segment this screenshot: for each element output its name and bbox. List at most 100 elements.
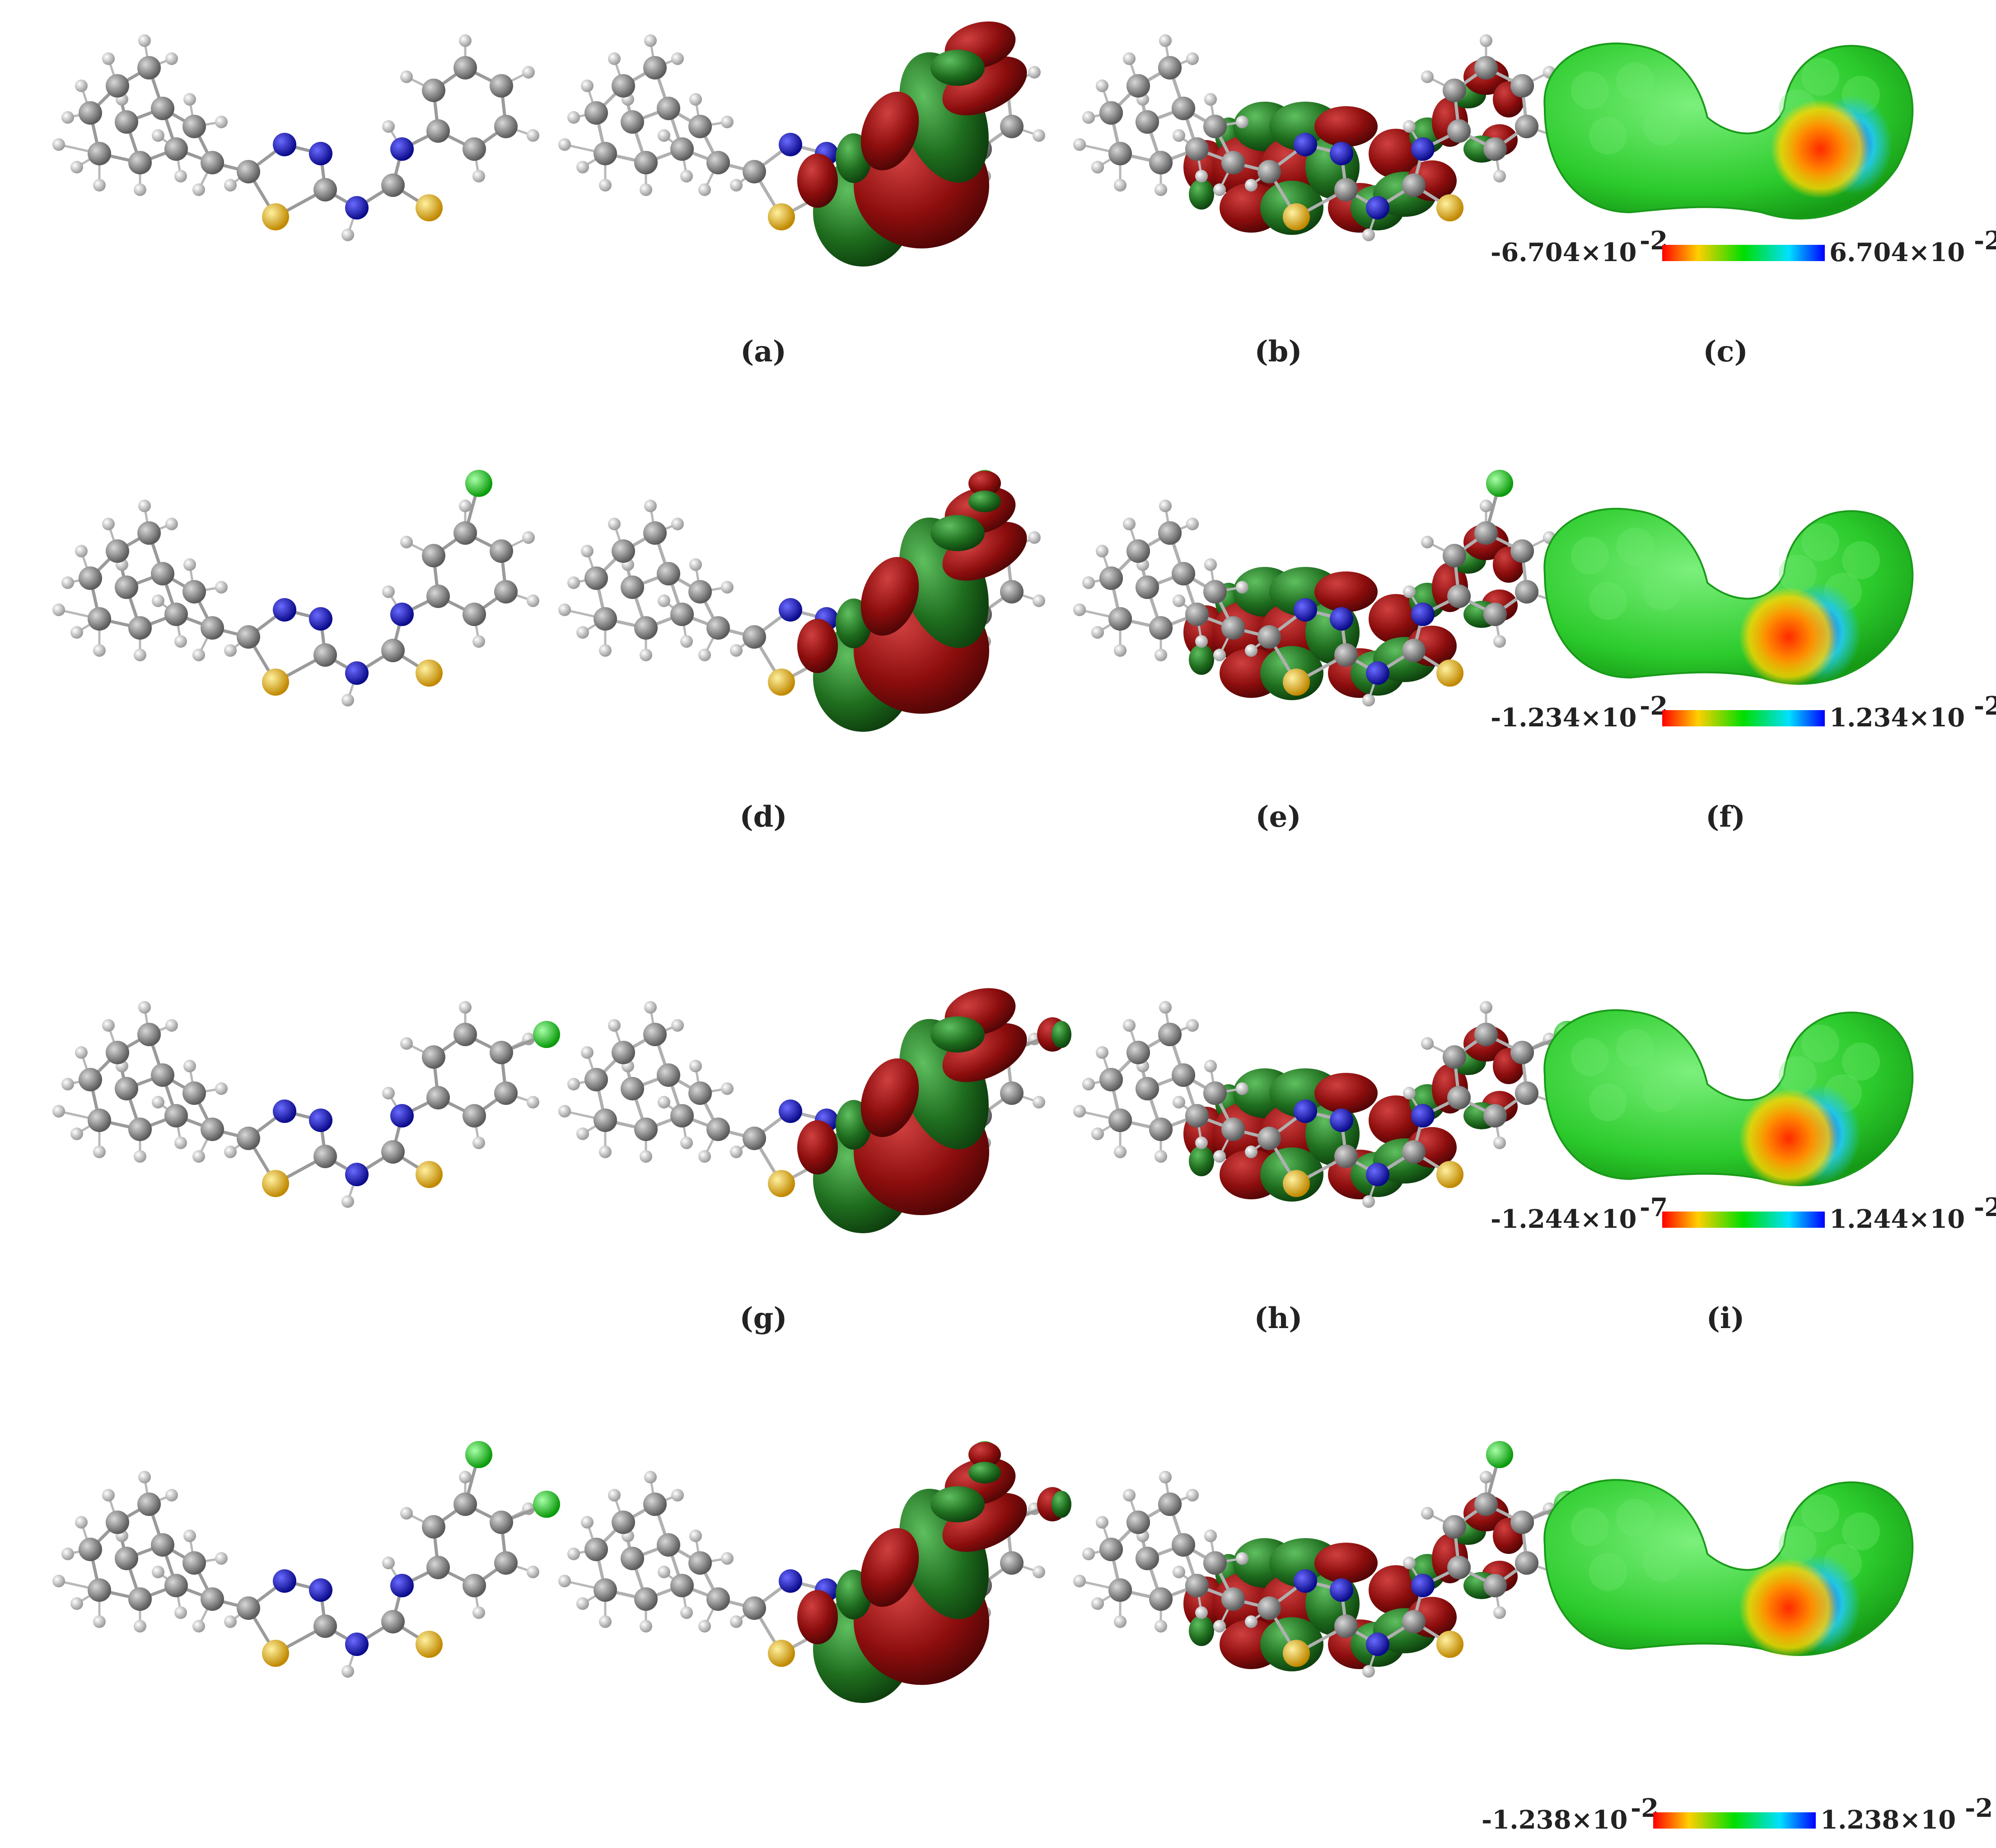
- nitrogen-atom: [779, 1099, 802, 1123]
- surface-bump: [1616, 62, 1654, 100]
- hydrogen-atom: [215, 1552, 228, 1565]
- carbon-atom: [1334, 1145, 1358, 1168]
- carbon-atom: [115, 1077, 138, 1100]
- hydrogen-atom: [730, 644, 743, 657]
- hydrogen-atom: [382, 1087, 395, 1099]
- carbon-atom: [657, 1533, 680, 1557]
- carbon-atom: [584, 566, 608, 590]
- hydrogen-atom: [640, 183, 652, 196]
- panel-label: (h): [1254, 1301, 1302, 1335]
- carbon-atom: [494, 1081, 518, 1105]
- hydrogen-atom: [192, 649, 205, 661]
- hydrogen-atom: [1173, 1096, 1185, 1109]
- carbon-atom: [621, 110, 644, 134]
- carbon-atom: [1185, 1574, 1209, 1597]
- carbon-atom: [1515, 1551, 1538, 1575]
- hydrogen-atom: [1362, 229, 1375, 241]
- hydrogen-atom: [576, 1128, 589, 1140]
- hydrogen-atom: [1204, 558, 1217, 571]
- carbon-atom: [1136, 575, 1159, 599]
- hydrogen-atom: [102, 518, 115, 530]
- nitrogen-atom: [390, 1574, 414, 1597]
- carbon-atom: [1515, 1081, 1538, 1105]
- hydrogen-atom: [689, 93, 702, 106]
- hydrogen-atom: [576, 626, 589, 639]
- hydrogen-atom: [102, 1489, 115, 1502]
- hydrogen-atom: [215, 116, 228, 128]
- carbon-atom: [1474, 56, 1498, 80]
- sulfur-atom: [262, 669, 289, 696]
- hydrogen-atom: [1213, 1620, 1226, 1633]
- carbon-atom: [106, 1511, 129, 1534]
- orbital-lobe-positive: [930, 1016, 985, 1053]
- carbon-atom: [706, 1587, 730, 1611]
- hydrogen-atom: [658, 594, 670, 607]
- carbon-atom: [1149, 1587, 1173, 1611]
- hydrogen-atom: [1403, 585, 1416, 598]
- sulfur-atom: [262, 203, 289, 230]
- carbon-atom: [151, 97, 174, 120]
- carbon-atom: [1510, 1041, 1534, 1064]
- hydrogen-atom: [671, 518, 684, 530]
- hydrogen-atom: [1213, 1150, 1226, 1163]
- nitrogen-atom: [1366, 1633, 1389, 1656]
- carbon-atom: [1334, 1614, 1358, 1638]
- carbon-atom: [151, 1063, 174, 1087]
- carbon-atom: [1185, 137, 1209, 161]
- scale-max-value: 1.238×10: [1820, 1805, 1956, 1835]
- carbon-atom: [1257, 1596, 1281, 1620]
- panel-label: (i): [1706, 1301, 1745, 1335]
- hydrogen-atom: [1073, 138, 1086, 151]
- orbital-lobe-negative: [860, 1058, 919, 1137]
- carbon-atom: [1474, 521, 1498, 545]
- hydrogen-atom: [1033, 594, 1045, 607]
- hydrogen-atom: [567, 1078, 580, 1090]
- carbon-atom: [1108, 142, 1132, 165]
- carbon-atom: [634, 1118, 658, 1141]
- hydrogen-atom: [224, 179, 237, 192]
- orbital-lobe-negative: [860, 91, 919, 171]
- hydrogen-atom: [698, 183, 711, 196]
- frontier-orbital-homo: [558, 470, 1045, 732]
- carbon-atom: [1483, 603, 1507, 626]
- carbon-atom: [1158, 56, 1182, 80]
- carbon-atom: [643, 1492, 667, 1516]
- carbon-atom: [422, 1045, 445, 1069]
- hydrogen-atom: [608, 518, 621, 530]
- carbon-atom: [1510, 539, 1534, 563]
- carbon-atom: [313, 1614, 337, 1638]
- hydrogen-atom: [138, 34, 151, 47]
- carbon-atom: [1136, 1547, 1159, 1570]
- hydrogen-atom: [1082, 111, 1095, 124]
- hydrogen-atom: [1159, 500, 1172, 512]
- hydrogen-atom: [1073, 604, 1086, 616]
- hydrogen-atom: [138, 1471, 151, 1483]
- orbital-lobe-positive: [1189, 179, 1214, 210]
- surface-bump: [1801, 58, 1839, 96]
- hydrogen-atom: [1082, 1078, 1095, 1090]
- carbon-atom: [453, 1023, 477, 1046]
- carbon-atom: [743, 1127, 766, 1150]
- optimized-structure: [52, 470, 539, 706]
- esp-surface: [1543, 1479, 1914, 1658]
- hydrogen-atom: [527, 1096, 539, 1109]
- hydrogen-atom: [608, 1489, 621, 1502]
- orbital-lobe-negative: [1369, 1095, 1423, 1145]
- surface-bump: [1589, 1553, 1627, 1591]
- hydrogen-atom: [52, 604, 65, 616]
- scale-max-exponent: -2: [1974, 1193, 1996, 1222]
- hydrogen-atom: [644, 1001, 657, 1014]
- hydrogen-atom: [527, 129, 539, 142]
- carbon-atom: [494, 115, 518, 138]
- hydrogen-atom: [1155, 1150, 1167, 1163]
- carbon-atom: [1172, 1533, 1195, 1557]
- carbon-atom: [612, 1511, 635, 1534]
- nitrogen-atom: [779, 133, 802, 156]
- surface-bump: [1779, 555, 1817, 593]
- carbon-atom: [1443, 544, 1466, 567]
- hydrogen-atom: [1245, 179, 1257, 192]
- hydrogen-atom: [1173, 129, 1185, 142]
- carbon-atom: [1221, 1587, 1245, 1611]
